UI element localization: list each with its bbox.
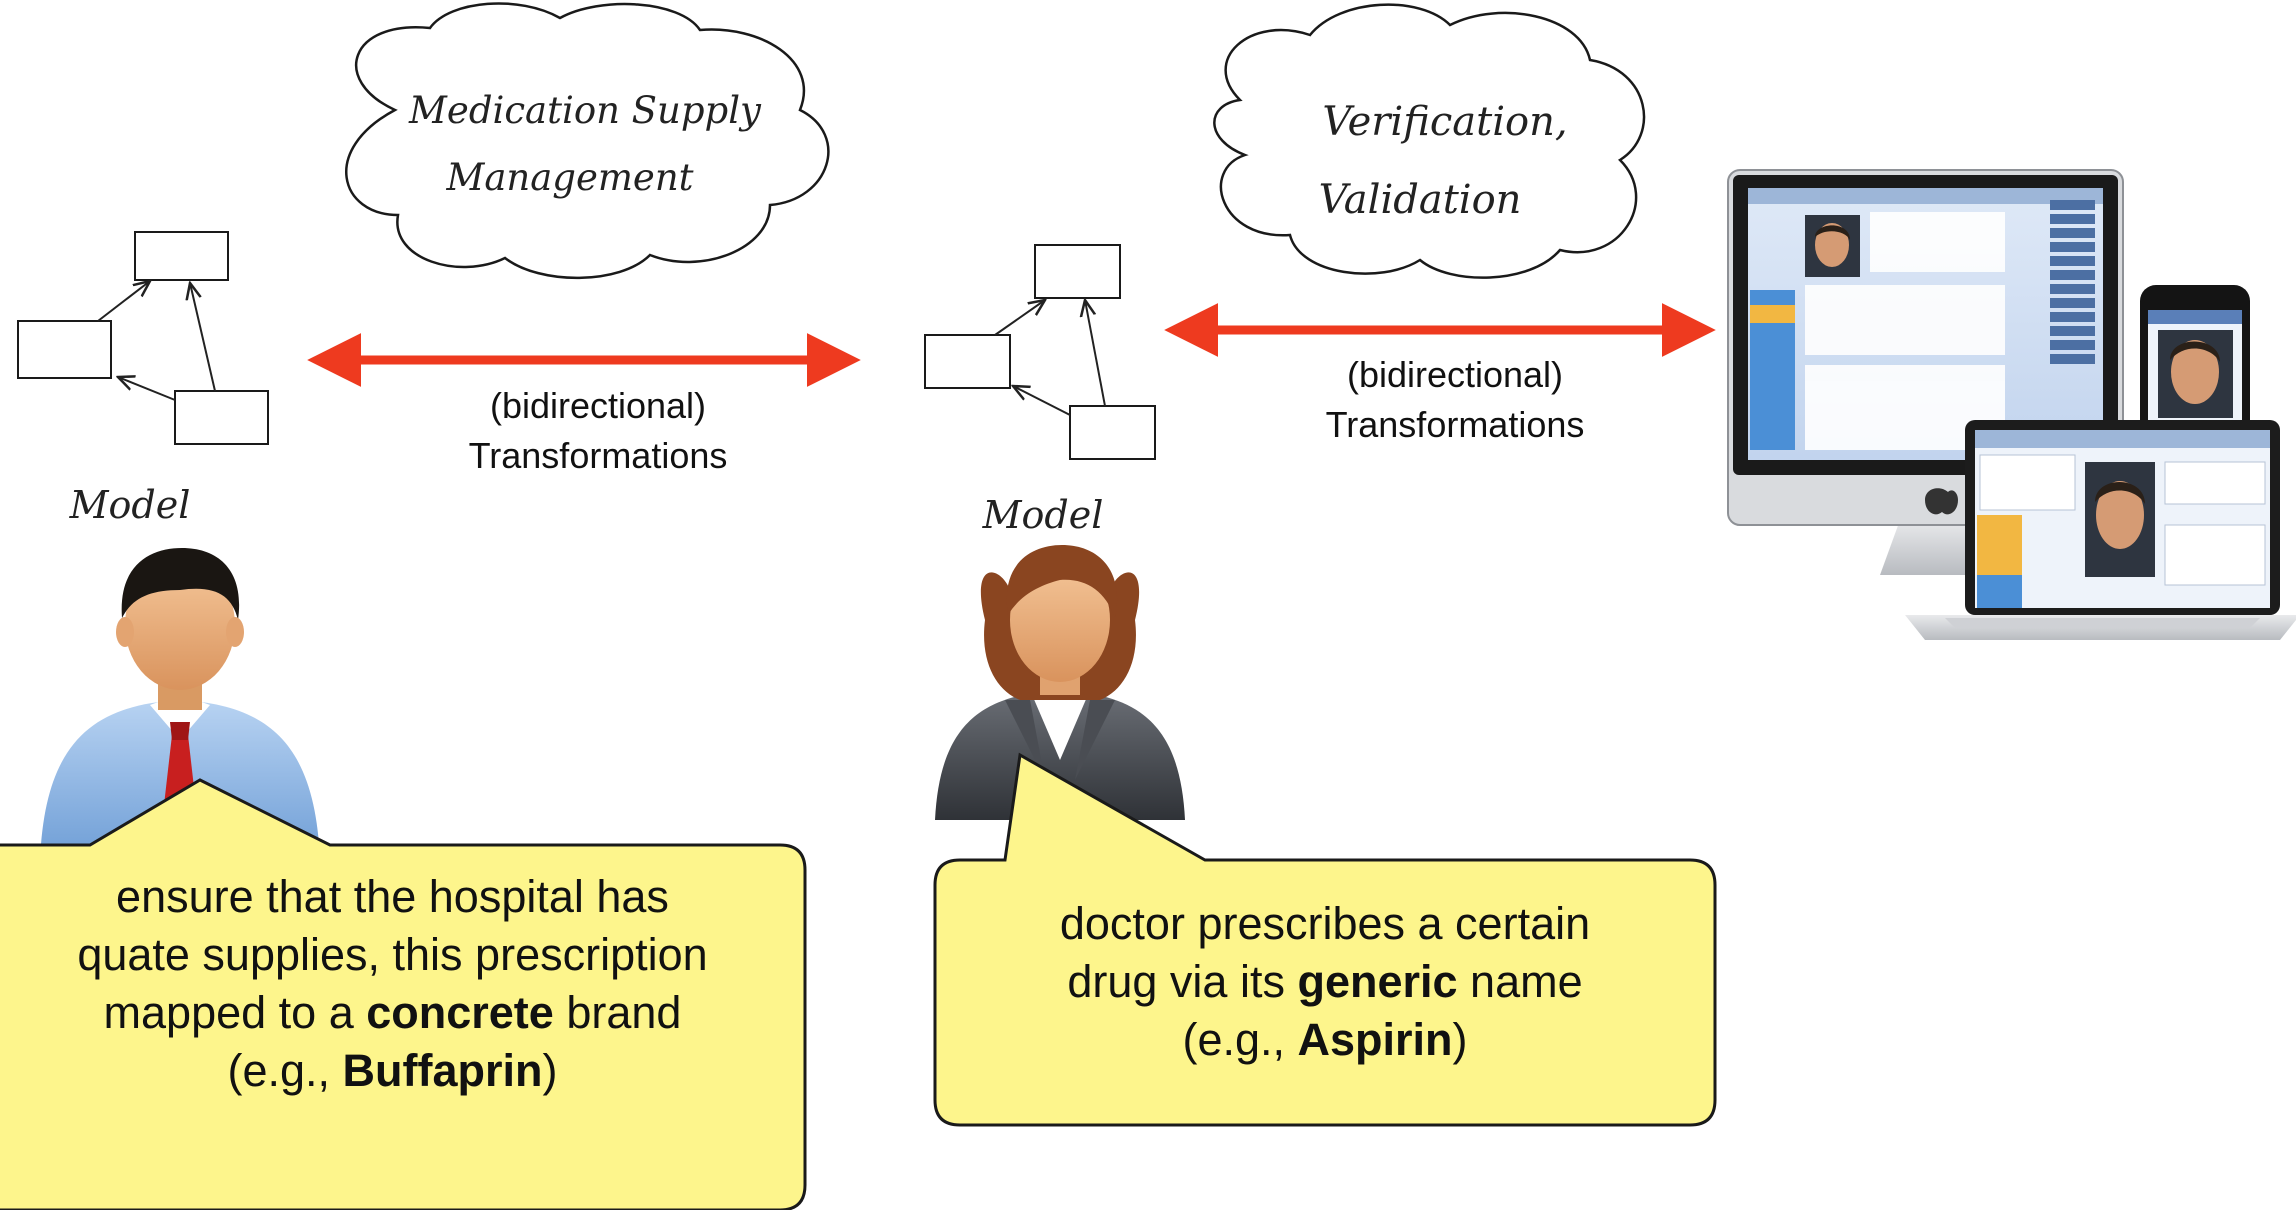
- callout-right-bubble: [933, 752, 1717, 1127]
- callout-left-line3: mapped to a concrete brand: [103, 987, 682, 1038]
- transform-left-line1: (bidirectional): [490, 385, 706, 426]
- transform-left-line2: Transformations: [469, 435, 728, 476]
- model-left-label: Model: [69, 483, 191, 527]
- callout-right-text: doctor prescribes a certain drug via its…: [935, 895, 1715, 1069]
- callout-left-text: ensure that the hospital has quate suppl…: [0, 868, 805, 1100]
- cloud-right-line1: Verification,: [1322, 99, 1567, 145]
- female-user-icon: [935, 545, 1185, 820]
- cloud-icon: [1213, 3, 1646, 279]
- transform-right-line1: (bidirectional): [1347, 354, 1563, 395]
- callout-right-line2: drug via its generic name: [1067, 956, 1583, 1007]
- cloud-left-line2: Management: [445, 156, 693, 199]
- model-right-label: Model: [982, 493, 1104, 537]
- macbook-icon: [1905, 420, 2296, 640]
- callout-left-line2: quate supplies, this prescription: [77, 929, 708, 980]
- callout-left-line4: (e.g., Buffaprin): [227, 1045, 558, 1096]
- cloud-icon: [345, 2, 830, 280]
- model-edges: [994, 300, 1106, 416]
- callout-right-line1: doctor prescribes a certain: [1059, 898, 1591, 949]
- model-edges: [97, 281, 216, 401]
- cloud-right-line2: Validation: [1319, 177, 1522, 223]
- model-box-icon: [17, 231, 269, 445]
- transform-right-line2: Transformations: [1326, 404, 1585, 445]
- callout-left-line1: ensure that the hospital has: [116, 871, 669, 922]
- callout-right-line3: (e.g., Aspirin): [1182, 1014, 1468, 1065]
- model-box-icon: [924, 244, 1156, 460]
- callout-left-bubble: [0, 778, 807, 1210]
- cloud-left-line1: Medication Supply: [408, 89, 762, 132]
